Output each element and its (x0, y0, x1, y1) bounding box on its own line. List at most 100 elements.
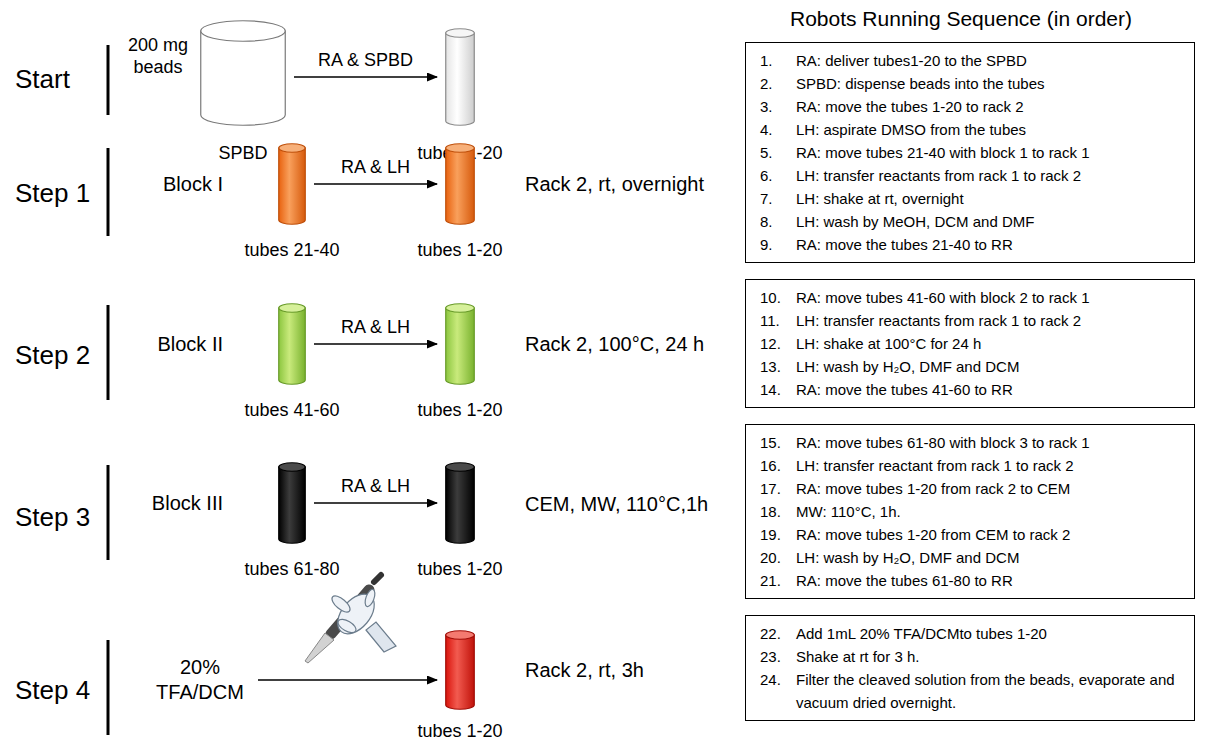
step-label: Start (15, 64, 70, 95)
edge-label: RA & SPBD (318, 49, 413, 71)
label-wrap: Block II (157, 332, 223, 356)
step-text: RA: move the tubes 41-60 to RR (796, 378, 1186, 401)
node-heading: Block II (157, 332, 223, 356)
pipette-plunger (374, 575, 381, 582)
glove-finger (329, 593, 352, 615)
step-number: 15. (760, 431, 796, 454)
step-text: MW: 110°C, 1h. (796, 500, 1186, 523)
label-wrap: tubes 41-60 (244, 399, 339, 421)
step-text: RA: move tubes 41-60 with block 2 to rac… (796, 286, 1186, 309)
step-number: 6. (760, 164, 796, 187)
step-row: 6.LH: transfer reactants from rack 1 to … (760, 164, 1186, 187)
label-wrap: tubes 1-20 (417, 239, 502, 261)
label-wrap: RA & LH (341, 156, 410, 178)
panel-heading: Robots Running Sequence (in order) (790, 6, 1132, 31)
step-row: 2.SPBD: dispense beads into the tubes (760, 72, 1186, 95)
step-row: 20.LH: wash by H₂O, DMF and DCM (760, 546, 1186, 569)
step-bar (107, 640, 110, 735)
label-wrap: tubes 61-80 (244, 558, 339, 580)
step-label: Step 3 (15, 502, 90, 533)
node-heading: 200 mg beads (122, 34, 194, 78)
step-label: Step 2 (15, 340, 90, 371)
step-row: 9.RA: move the tubes 21-40 to RR (760, 233, 1186, 256)
tube-body (446, 308, 475, 384)
step-number: 4. (760, 118, 796, 141)
label-wrap: 200 mg beads (122, 34, 194, 78)
step-label: Step 4 (15, 675, 90, 706)
step-label: Step 1 (15, 178, 90, 209)
edge-label: RA & LH (341, 316, 410, 338)
step-number: 17. (760, 477, 796, 500)
step-row: 3.RA: move the tubes 1-20 to rack 2 (760, 95, 1186, 118)
step-number: 8. (760, 210, 796, 233)
condition-label: Rack 2, 100°C, 24 h (525, 332, 704, 356)
tube-shape (445, 143, 475, 225)
step-row: 7.LH: shake at rt, overnight (760, 187, 1186, 210)
tube-shape (445, 630, 475, 710)
arrow-connector (294, 76, 437, 78)
label-wrap: Block I (163, 172, 223, 196)
step-text: RA: move tubes 1-20 from CEM to rack 2 (796, 523, 1186, 546)
step-number: 19. (760, 523, 796, 546)
step-row: 12.LH: shake at 100°C for 24 h (760, 332, 1186, 355)
label-wrap: Step 1 (15, 178, 90, 209)
step-text: LH: wash by MeOH, DCM and DMF (796, 210, 1186, 233)
step-bars (107, 45, 110, 735)
tube-rim (446, 29, 475, 38)
tube-body (446, 148, 475, 224)
step-number: 20. (760, 546, 796, 569)
step-box: 1.RA: deliver tubes1-20 to the SPBD2.SPB… (745, 42, 1195, 263)
step-number: 24. (760, 668, 796, 714)
condition-label: CEM, MW, 110°C,1h (525, 492, 708, 516)
step-text: LH: aspirate DMSO from the tubes (796, 118, 1186, 141)
tube-rim (279, 144, 306, 153)
step-text: Filter the cleaved solution from the bea… (796, 668, 1186, 714)
label-wrap: tubes 1-20 (417, 558, 502, 580)
tube-body (446, 467, 475, 543)
step-number: 9. (760, 233, 796, 256)
tube-shape (200, 20, 286, 126)
tube-label: tubes 21-40 (244, 239, 339, 261)
step-text: Shake at rt for 3 h. (796, 645, 1186, 668)
tube-body (201, 31, 286, 125)
step-row: 11.LH: transfer reactants from rack 1 to… (760, 309, 1186, 332)
label-wrap: Step 4 (15, 675, 90, 706)
step-number: 3. (760, 95, 796, 118)
label-wrap: SPBD (218, 142, 267, 164)
step-row: 24.Filter the cleaved solution from the … (760, 668, 1186, 714)
label-wrap: RA & LH (341, 316, 410, 338)
glove-finger (336, 617, 358, 636)
step-number: 10. (760, 286, 796, 309)
tube-shape (445, 303, 475, 385)
step-text: LH: wash by H₂O, DMF and DCM (796, 546, 1186, 569)
step-number: 18. (760, 500, 796, 523)
tube-rim (279, 304, 306, 313)
step-row: 15.RA: move tubes 61-80 with block 3 to … (760, 431, 1186, 454)
tube-rim (446, 463, 475, 472)
step-row: 18.MW: 110°C, 1h. (760, 500, 1186, 523)
tube-label: tubes 1-20 (417, 239, 502, 261)
tube-node: tubes 1-20 (445, 630, 475, 710)
step-number: 23. (760, 645, 796, 668)
step-row: 22.Add 1mL 20% TFA/DCMto tubes 1-20 (760, 622, 1186, 645)
glove-thumb (363, 588, 377, 608)
condition-label: Rack 2, rt, 3h (525, 658, 644, 682)
step-bar (107, 465, 110, 560)
tube-body (279, 148, 306, 224)
arrow-connector (314, 502, 437, 504)
label-wrap: RA & SPBD (318, 49, 413, 71)
step-box: 10.RA: move tubes 41-60 with block 2 to … (745, 279, 1195, 408)
step-box: 22.Add 1mL 20% TFA/DCMto tubes 1-2023.Sh… (745, 615, 1195, 721)
step-number: 2. (760, 72, 796, 95)
step-bar (107, 45, 110, 115)
tube-label: tubes 61-80 (244, 558, 339, 580)
step-number: 21. (760, 569, 796, 592)
step-number: 13. (760, 355, 796, 378)
step-text: RA: move tubes 21-40 with block 1 to rac… (796, 141, 1186, 164)
tube-label: SPBD (218, 142, 267, 164)
step-text: LH: transfer reactants from rack 1 to ra… (796, 309, 1186, 332)
label-wrap: RA & LH (341, 475, 410, 497)
label-wrap: Rack 2, rt, 3h (525, 658, 644, 682)
tube-node: tubes 1-20 (445, 28, 475, 126)
step-text: RA: deliver tubes1-20 to the SPBD (796, 49, 1186, 72)
